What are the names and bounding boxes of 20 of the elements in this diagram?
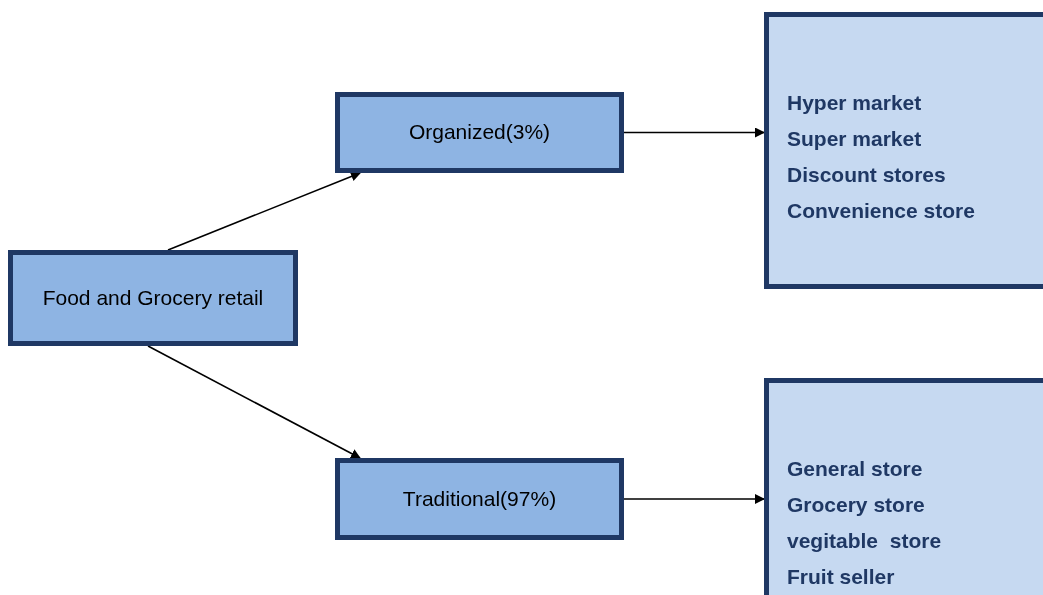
process-box [335, 458, 624, 540]
list-item: Discount stores [787, 162, 946, 188]
list-item: Super market [787, 126, 922, 152]
list-item: General store [787, 456, 923, 482]
list-item: vegitable store [787, 528, 942, 554]
box-label: Food and Grocery retail [42, 284, 264, 311]
arrow [167, 171, 361, 251]
arrow [623, 494, 765, 504]
list-item: Convenience store [787, 198, 975, 224]
box-label: Organized(3%) [408, 119, 551, 146]
arrow [623, 127, 765, 138]
list-box [764, 378, 1043, 595]
box-label: Traditional(97%) [402, 485, 557, 512]
list-box [764, 12, 1043, 289]
list-item: Grocery store [787, 492, 925, 518]
list-item: Fruit seller [787, 564, 895, 590]
process-box [8, 250, 298, 346]
list-item: Hyper market [787, 90, 922, 116]
arrow [147, 345, 361, 459]
process-box [335, 92, 624, 173]
